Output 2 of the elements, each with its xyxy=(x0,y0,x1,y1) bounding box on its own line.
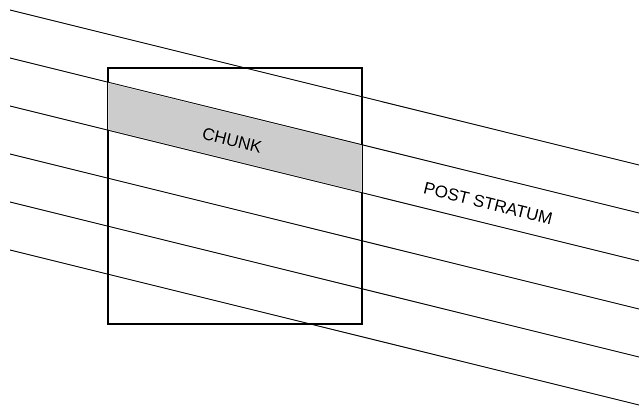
frame-box xyxy=(107,67,363,325)
chunk-band: CHUNK xyxy=(108,82,362,192)
